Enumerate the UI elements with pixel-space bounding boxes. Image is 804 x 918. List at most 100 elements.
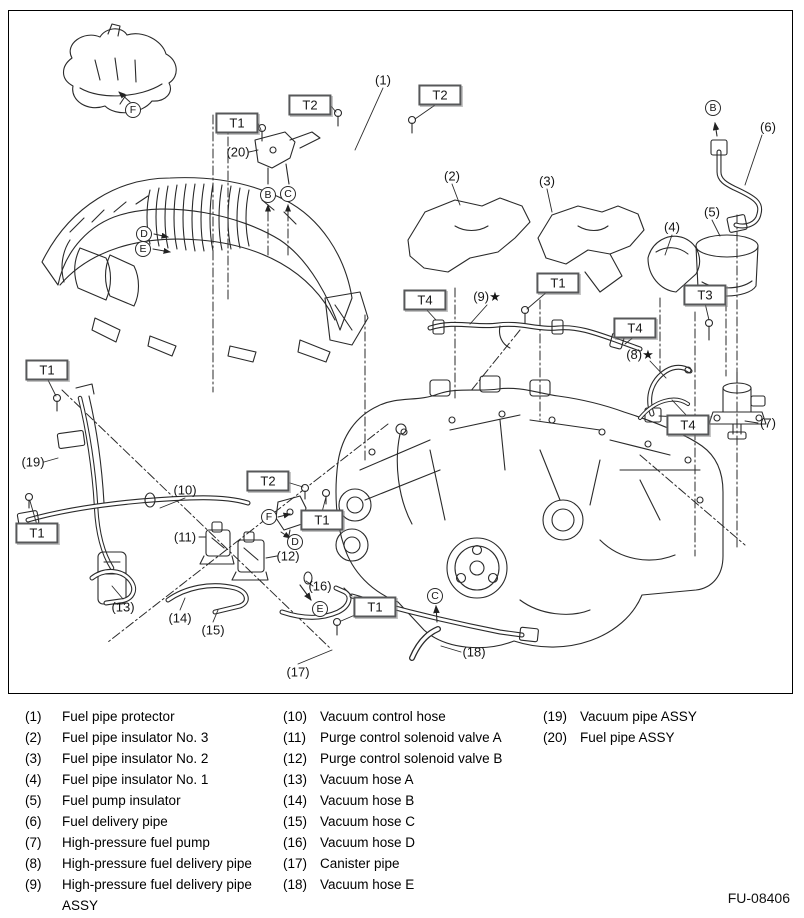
circle-label-b: B <box>705 100 721 116</box>
circle-label-d: D <box>136 226 152 242</box>
legend-item-9: (9) High-pressure fuel delivery pipe ASSY <box>25 874 277 916</box>
circle-label-c: C <box>280 186 296 202</box>
callout-8: (8)★ <box>626 347 654 362</box>
torque-box-t1: T1 <box>300 509 344 531</box>
callout-13: (13) <box>111 599 135 615</box>
torque-box-t1: T1 <box>536 272 580 294</box>
legend-item-number: (16) <box>283 835 308 850</box>
legend-item-text: Fuel pipe protector <box>62 709 175 724</box>
legend-item-text: Fuel pipe insulator No. 1 <box>62 772 209 787</box>
circle-label-d: D <box>287 534 303 550</box>
legend-item-14: (14) Vacuum hose B <box>283 790 535 811</box>
legend-item-20: (20) Fuel pipe ASSY <box>543 727 795 748</box>
legend-item-number: (2) <box>25 730 42 745</box>
torque-box-t1: T1 <box>215 112 259 134</box>
legend-item-text: Vacuum control hose <box>320 709 446 724</box>
legend-item-number: (8) <box>25 856 42 871</box>
torque-box-t1: T1 <box>15 522 59 544</box>
legend-item-8: (8) High-pressure fuel delivery pipe <box>25 853 277 874</box>
legend: (1) Fuel pipe protector (2) Fuel pipe insul… <box>0 706 804 918</box>
circle-label-f: F <box>261 509 277 525</box>
callout-6: (6) <box>760 119 776 135</box>
callout-5: (5) <box>704 204 720 220</box>
legend-item-number: (15) <box>283 814 308 829</box>
legend-item-number: (18) <box>283 877 308 892</box>
torque-box-t2: T2 <box>418 84 462 106</box>
legend-item-number: (17) <box>283 856 308 871</box>
legend-item-number: (13) <box>283 772 308 787</box>
circle-label-e: E <box>135 241 151 257</box>
legend-item-5: (5) Fuel pump insulator <box>25 790 277 811</box>
callout-20: (20) <box>226 144 250 160</box>
torque-box-t4: T4 <box>666 414 710 436</box>
legend-item-text: High-pressure fuel delivery pipe ASSY <box>62 877 252 913</box>
legend-item-10: (10) Vacuum control hose <box>283 706 535 727</box>
legend-item-number: (20) <box>543 730 568 745</box>
legend-item-text: Vacuum hose D <box>320 835 416 850</box>
legend-item-text: Vacuum hose E <box>320 877 415 892</box>
legend-item-15: (15) Vacuum hose C <box>283 811 535 832</box>
legend-item-number: (14) <box>283 793 308 808</box>
legend-item-18: (18) Vacuum hose E <box>283 874 535 895</box>
torque-box-t1: T1 <box>353 596 397 618</box>
legend-column-1: (1) Fuel pipe protector (2) Fuel pipe insul… <box>25 706 277 916</box>
callout-9: (9)★ <box>473 289 501 304</box>
legend-item-number: (4) <box>25 772 42 787</box>
legend-item-number: (9) <box>25 877 42 892</box>
callout-11: (11) <box>173 529 197 545</box>
callout-7: (7) <box>760 415 776 431</box>
torque-box-t2: T2 <box>288 94 332 116</box>
legend-item-13: (13) Vacuum hose A <box>283 769 535 790</box>
legend-item-text: Vacuum hose C <box>320 814 416 829</box>
legend-item-2: (2) Fuel pipe insulator No. 3 <box>25 727 277 748</box>
callout-16: (16) <box>308 578 332 594</box>
legend-item-number: (6) <box>25 814 42 829</box>
legend-item-text: Fuel pipe insulator No. 2 <box>62 751 209 766</box>
callout-1: (1) <box>375 72 391 88</box>
callout-2: (2) <box>444 168 460 184</box>
callout-19: (19) <box>21 454 45 470</box>
legend-item-text: Vacuum hose B <box>320 793 415 808</box>
legend-item-number: (19) <box>543 709 568 724</box>
legend-item-text: Vacuum pipe ASSY <box>580 709 697 724</box>
legend-item-text: Fuel pump insulator <box>62 793 181 808</box>
legend-column-3: (19) Vacuum pipe ASSY (20) Fuel pipe ASSY <box>543 706 795 748</box>
legend-item-12: (12)Purge control solenoid valve B <box>283 748 535 769</box>
legend-item-6: (6) Fuel delivery pipe <box>25 811 277 832</box>
legend-item-text: Purge control solenoid valve B <box>320 751 503 766</box>
legend-item-text: Fuel pipe insulator No. 3 <box>62 730 209 745</box>
torque-box-t1: T1 <box>25 359 69 381</box>
callout-14: (14) <box>168 610 192 626</box>
callout-10: (10) <box>173 482 197 498</box>
legend-item-number: (1) <box>25 709 42 724</box>
legend-item-number: (5) <box>25 793 42 808</box>
figure-code: FU-08406 <box>727 890 790 906</box>
callout-18: (18) <box>462 644 486 660</box>
callout-15: (15) <box>201 622 225 638</box>
legend-item-number: (11) <box>283 730 307 745</box>
legend-item-11: (11) Purge control solenoid valve A <box>283 727 535 748</box>
circle-label-e: E <box>312 601 328 617</box>
legend-item-text: Fuel delivery pipe <box>62 814 168 829</box>
legend-item-4: (4) Fuel pipe insulator No. 1 <box>25 769 277 790</box>
legend-item-text: Purge control solenoid valve A <box>320 730 502 745</box>
circle-label-f: F <box>125 102 141 118</box>
callout-3: (3) <box>539 173 555 189</box>
legend-item-1: (1) Fuel pipe protector <box>25 706 277 727</box>
legend-item-number: (7) <box>25 835 42 850</box>
legend-item-text: High-pressure fuel pump <box>62 835 210 850</box>
legend-item-number: (10) <box>283 709 308 724</box>
legend-item-17: (17) Canister pipe <box>283 853 535 874</box>
legend-item-text: Fuel pipe ASSY <box>580 730 675 745</box>
callout-17: (17) <box>286 664 310 680</box>
circle-label-c: C <box>427 588 443 604</box>
torque-box-t4: T4 <box>403 289 447 311</box>
callout-4: (4) <box>664 219 680 235</box>
torque-box-t3: T3 <box>683 284 727 306</box>
legend-item-text: Vacuum hose A <box>320 772 414 787</box>
legend-item-text: Canister pipe <box>320 856 400 871</box>
callout-12: (12) <box>276 548 300 564</box>
legend-item-text: High-pressure fuel delivery pipe <box>62 856 252 871</box>
legend-column-2: (10) Vacuum control hose (11) Purge control… <box>283 706 535 895</box>
torque-box-t4: T4 <box>613 317 657 339</box>
